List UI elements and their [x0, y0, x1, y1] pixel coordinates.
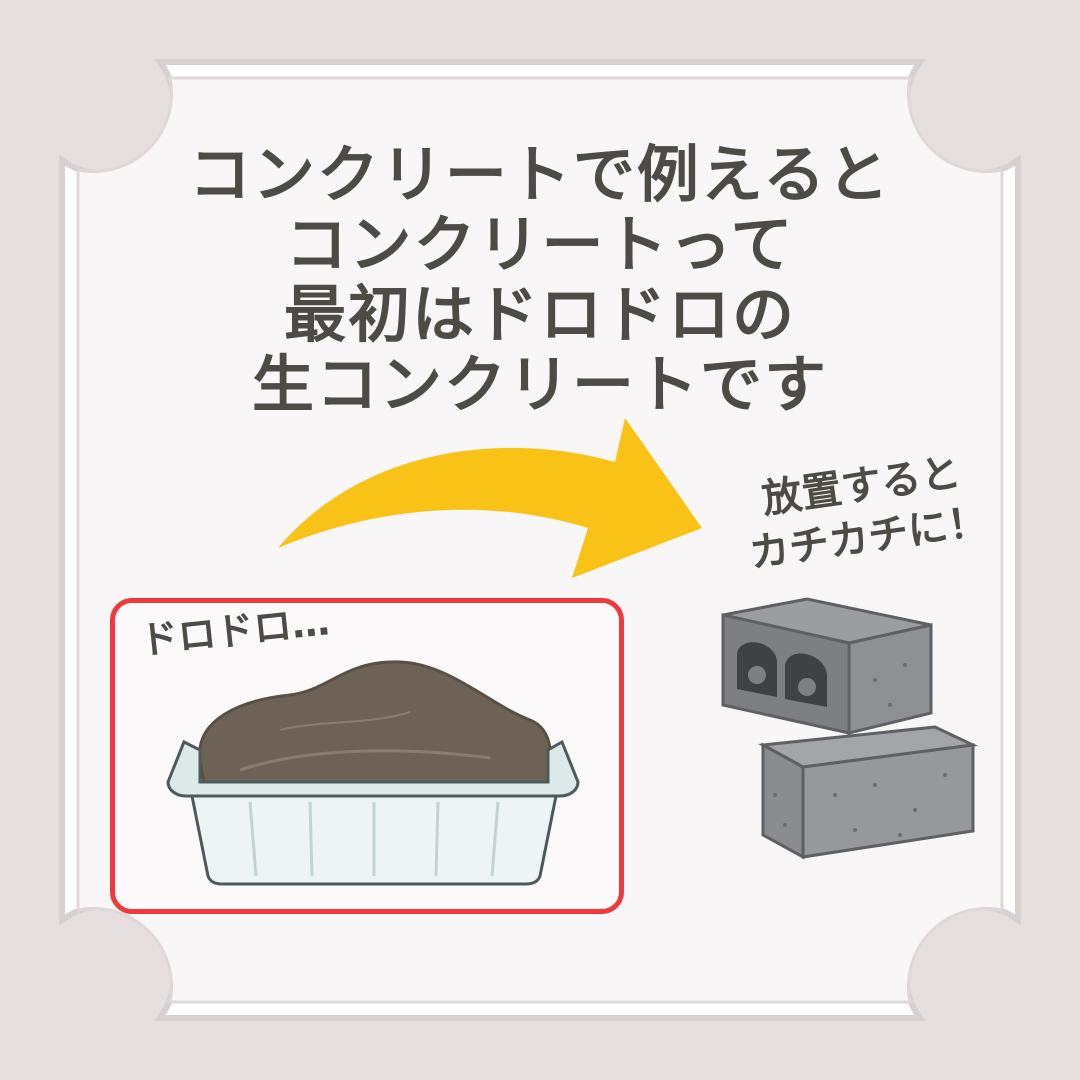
curved-arrow-icon [278, 418, 702, 578]
concrete-blocks-icon [721, 597, 979, 860]
headline-line-2: コンクリートって [285, 208, 795, 281]
wet-concrete-tray-icon [166, 660, 580, 886]
headline: コンクリートで例えると コンクリートって 最初はドロドロの 生コンクリートです [90, 140, 990, 420]
headline-line-1: コンクリートで例えると [188, 138, 892, 211]
headline-line-3: 最初はドロドロの [283, 278, 796, 351]
headline-line-4: 生コンクリートです [251, 348, 828, 421]
